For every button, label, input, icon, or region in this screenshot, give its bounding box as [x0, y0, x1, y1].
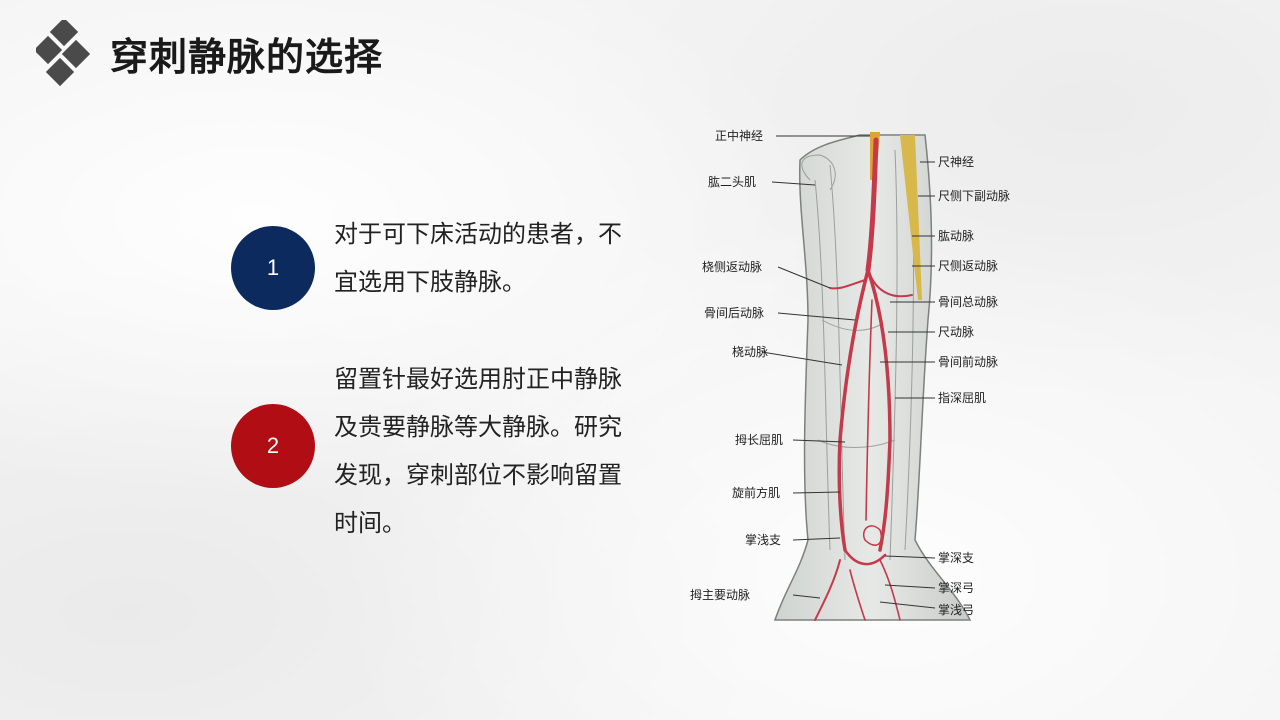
forearm-outline	[773, 134, 972, 621]
label-ulnar-nerve: 尺神经	[938, 155, 974, 169]
page-title: 穿刺静脉的选择	[110, 35, 384, 79]
label-radial-artery: 桡动脉	[732, 344, 768, 359]
label-posterior-interosseous-artery: 骨间后动脉	[704, 305, 764, 320]
label-pronator-quadratus: 旋前方肌	[732, 485, 780, 500]
label-common-interosseous-artery: 骨间总动脉	[938, 294, 998, 309]
point-1-number-badge: 1	[231, 226, 315, 310]
forearm-anatomy-diagram: 正中神经 肱二头肌 桡侧返动脉 骨间后动脉 桡动脉 拇长屈肌 旋前方肌 掌浅支 …	[690, 128, 1010, 621]
point-2-text: 留置针最好选用肘正中静脉及贵要静脉等大静脉。研究发现，穿刺部位不影响留置时间。	[334, 365, 622, 537]
label-biceps: 肱二头肌	[708, 174, 756, 189]
label-ulnar-recurrent-artery: 尺侧返动脉	[938, 258, 998, 273]
point-2-number-badge: 2	[231, 404, 315, 488]
label-flexor-digitorum-profundus: 指深屈肌	[938, 390, 986, 405]
label-median-nerve: 正中神经	[715, 128, 763, 143]
label-flexor-pollicis-longus: 拇长屈肌	[735, 433, 783, 447]
arteries	[814, 137, 913, 621]
label-anterior-interosseous-artery: 骨间前动脉	[938, 354, 998, 369]
label-superficial-palmar-branch: 掌浅支	[745, 533, 781, 547]
label-inferior-ulnar-collateral-artery: 尺侧下副动脉	[938, 188, 1010, 203]
diamond-logo-icon	[36, 20, 91, 87]
label-leader-lines	[761, 135, 936, 609]
label-princeps-pollicis-artery: 拇主要动脉	[690, 587, 750, 602]
label-brachial-artery: 肱动脉	[938, 228, 974, 243]
label-ulnar-artery: 尺动脉	[938, 324, 974, 339]
label-deep-palmar-branch: 掌深支	[938, 551, 974, 565]
label-radial-recurrent-artery: 桡侧返动脉	[702, 259, 762, 274]
point-1-text: 对于可下床活动的患者，不宜选用下肢静脉。	[334, 220, 622, 296]
label-deep-palmar-arch: 掌深弓	[938, 581, 974, 595]
ulnar-nerve	[900, 135, 922, 300]
label-superficial-palmar-arch: 掌浅弓	[938, 603, 974, 617]
